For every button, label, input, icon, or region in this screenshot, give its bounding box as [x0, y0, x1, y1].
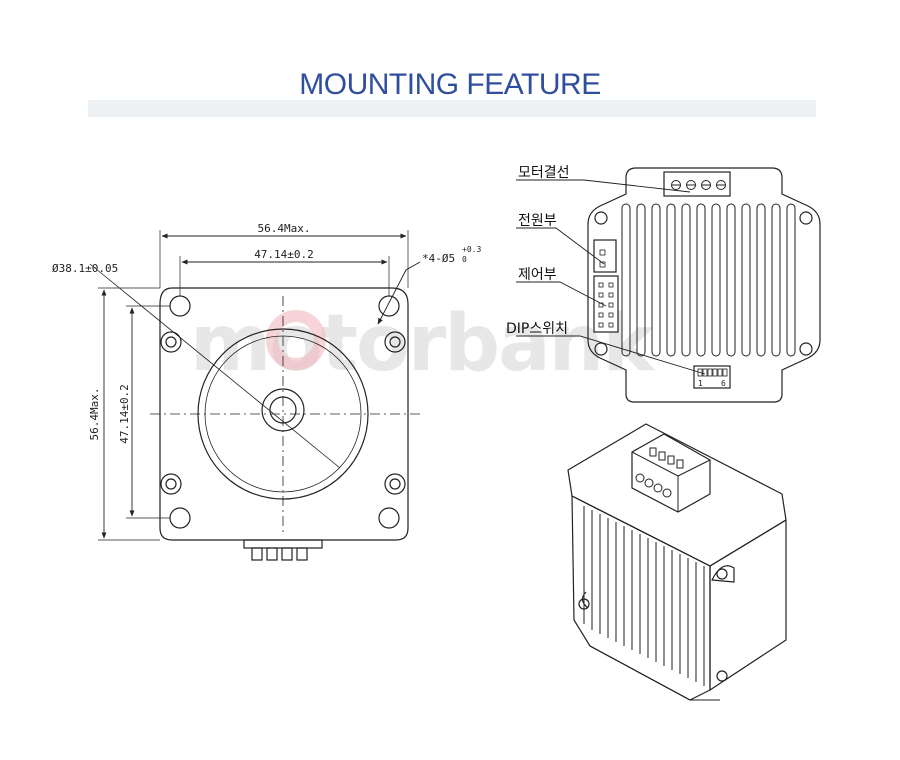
motor-body-outline	[159, 287, 409, 541]
page-title: MOUNTING FEATURE	[299, 68, 601, 101]
cooling-fins	[621, 203, 796, 357]
rear-housing-outline	[587, 167, 821, 403]
dim-height-pitch-label: 47.14±0.2	[118, 384, 131, 444]
iso-terminal-block	[631, 433, 711, 513]
rear-hole-tr	[799, 211, 813, 225]
hole-note-leader	[377, 261, 421, 325]
pilot-leader	[89, 263, 341, 469]
mount-hole-br	[378, 507, 400, 529]
watermark: motorbank	[190, 299, 656, 389]
iso-front-face	[709, 519, 787, 691]
center-lines	[150, 296, 420, 536]
hole-tol-upper: +0.3	[462, 245, 481, 254]
control-pins	[598, 282, 614, 328]
terminal-screws	[671, 180, 726, 190]
label-power: 전원부	[518, 213, 557, 229]
mount-hole-tl	[169, 295, 191, 317]
mount-hole-bl	[169, 507, 191, 529]
pilot-diameter-label: Ø38.1±0.05	[52, 262, 118, 275]
dip-levers	[697, 368, 728, 377]
rear-hole-tl	[594, 211, 608, 225]
title-underline-band	[88, 100, 816, 117]
isometric-view	[567, 423, 787, 701]
dip-mark-start: 1	[698, 379, 703, 388]
iso-front-hole-bottom	[716, 670, 728, 682]
iso-front-hole-top	[716, 568, 728, 580]
rear-hole-bl	[594, 342, 608, 356]
rear-leaders	[516, 179, 706, 375]
front-view	[89, 230, 421, 561]
connector-pins	[243, 539, 323, 561]
hole-tol-lower: 0	[462, 255, 467, 264]
control-connector	[593, 275, 619, 333]
iso-left-face	[571, 495, 711, 701]
dim-height-max-label: 56.4Max.	[88, 388, 101, 441]
motor-terminal-block	[663, 171, 731, 197]
iso-cooling-fins	[583, 506, 705, 686]
iso-terminal-screws	[635, 447, 684, 498]
dim-width-pitch-label: 47.14±0.2	[254, 248, 314, 261]
hole-note-label: *4-Ø5	[422, 252, 455, 265]
dip-mark-end: 6	[721, 379, 726, 388]
dim-width-max-label: 56.4Max.	[258, 222, 311, 235]
rear-hole-br	[799, 342, 813, 356]
label-control: 제어부	[518, 267, 557, 283]
rear-view	[516, 167, 821, 403]
watermark-ring	[266, 310, 326, 370]
extension-lines	[98, 230, 409, 541]
label-motor-wiring: 모터결선	[518, 165, 570, 181]
screw-heads	[160, 331, 406, 495]
label-dip-switch: DIP스위치	[506, 321, 568, 337]
